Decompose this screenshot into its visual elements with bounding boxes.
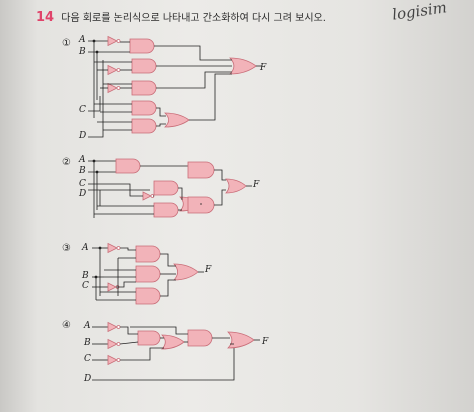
c4-input-b: B (84, 338, 91, 348)
c4-or-2 (227, 331, 255, 349)
wire (88, 51, 98, 100)
c2-output-f: F (253, 180, 260, 190)
wire (156, 123, 166, 127)
c3-not-c (107, 282, 117, 292)
wire (92, 344, 235, 381)
wire (120, 247, 136, 251)
c1-input-b: B (79, 47, 86, 57)
junction-dot (94, 275, 98, 279)
c1-and-4 (131, 100, 157, 116)
c1-output-f: F (260, 63, 267, 73)
c4-or-1 (161, 334, 185, 350)
c2-or-2 (225, 178, 247, 194)
c1-not-c (107, 82, 118, 94)
wire (119, 341, 139, 345)
problem-number: 14 (36, 10, 55, 25)
c1-not-b (107, 64, 118, 76)
inversion-bubble (116, 358, 121, 362)
c3-or-1 (173, 263, 199, 281)
c2-input-d: D (79, 189, 87, 199)
c2-and-1 (115, 158, 141, 174)
c4-not-c (107, 354, 118, 366)
c3-input-b: B (82, 271, 89, 281)
c3-and-3 (135, 287, 161, 305)
c2-and-4 (153, 202, 179, 218)
c2-input-b: B (79, 166, 86, 176)
c4-and-2 (187, 329, 213, 347)
c1-input-c: C (79, 105, 86, 115)
wire (116, 281, 136, 288)
c4-input-a: A (84, 321, 91, 331)
circuit-3-marker: ③ (62, 243, 71, 254)
c4-not-b (107, 338, 118, 350)
junction-dot (95, 170, 99, 174)
junction-dot (92, 39, 96, 43)
wire (120, 347, 164, 361)
wire (189, 73, 232, 121)
c1-input-d: D (79, 131, 87, 141)
inversion-bubble (116, 246, 121, 250)
c4-output-f: F (262, 337, 269, 347)
wire (214, 189, 226, 206)
wire (160, 253, 176, 267)
c4-input-d: D (84, 374, 92, 384)
c1-or-2 (229, 57, 257, 75)
inversion-bubble (116, 39, 121, 43)
c4-input-c: C (84, 354, 91, 364)
circuit-4-marker: ④ (62, 320, 71, 331)
wire (156, 71, 232, 89)
circuit-1-marker: ① (62, 38, 71, 49)
c3-and-1 (135, 245, 161, 263)
problem-header: 14 다음 회로를 논리식으로 나타내고 간소화하여 다시 그려 보시오. (36, 9, 326, 25)
c3-output-f: F (205, 265, 212, 275)
c3-not-a (107, 242, 118, 254)
c2-and-2 (187, 161, 215, 179)
c2-input-a: A (79, 155, 86, 165)
junction-dot (98, 246, 102, 250)
c1-not-a (107, 35, 118, 47)
wire (130, 326, 188, 335)
circuit-2-marker: ② (62, 157, 71, 168)
c1-input-a: A (79, 35, 86, 45)
c1-and-2 (131, 58, 157, 74)
c2-and-5 (187, 196, 215, 214)
c3-input-c: C (82, 281, 89, 291)
c2-and-3 (153, 180, 179, 196)
problem-text: 다음 회로를 논리식으로 나타내고 간소화하여 다시 그려 보시오. (61, 13, 326, 24)
inversion-bubble (116, 342, 121, 346)
inversion-bubble (116, 325, 121, 329)
c2-input-c: C (79, 179, 86, 189)
c2-not-1 (142, 191, 152, 201)
wire (88, 96, 101, 112)
wire (214, 169, 226, 181)
c1-and-3 (131, 80, 157, 96)
wire (120, 326, 138, 335)
inversion-bubble (116, 86, 121, 90)
wire (88, 60, 104, 138)
wire (154, 45, 232, 61)
junction-dot (92, 159, 96, 163)
c1-and-1 (129, 38, 155, 54)
c4-and-1 (137, 330, 161, 346)
c3-and-2 (135, 265, 161, 283)
c3-input-a: A (82, 243, 89, 253)
inversion-bubble (116, 68, 121, 72)
c1-or-1 (164, 112, 190, 128)
wire (160, 279, 176, 297)
c4-not-a (107, 321, 118, 333)
wire (178, 187, 183, 200)
wire (156, 107, 166, 117)
c1-and-5 (131, 118, 157, 134)
